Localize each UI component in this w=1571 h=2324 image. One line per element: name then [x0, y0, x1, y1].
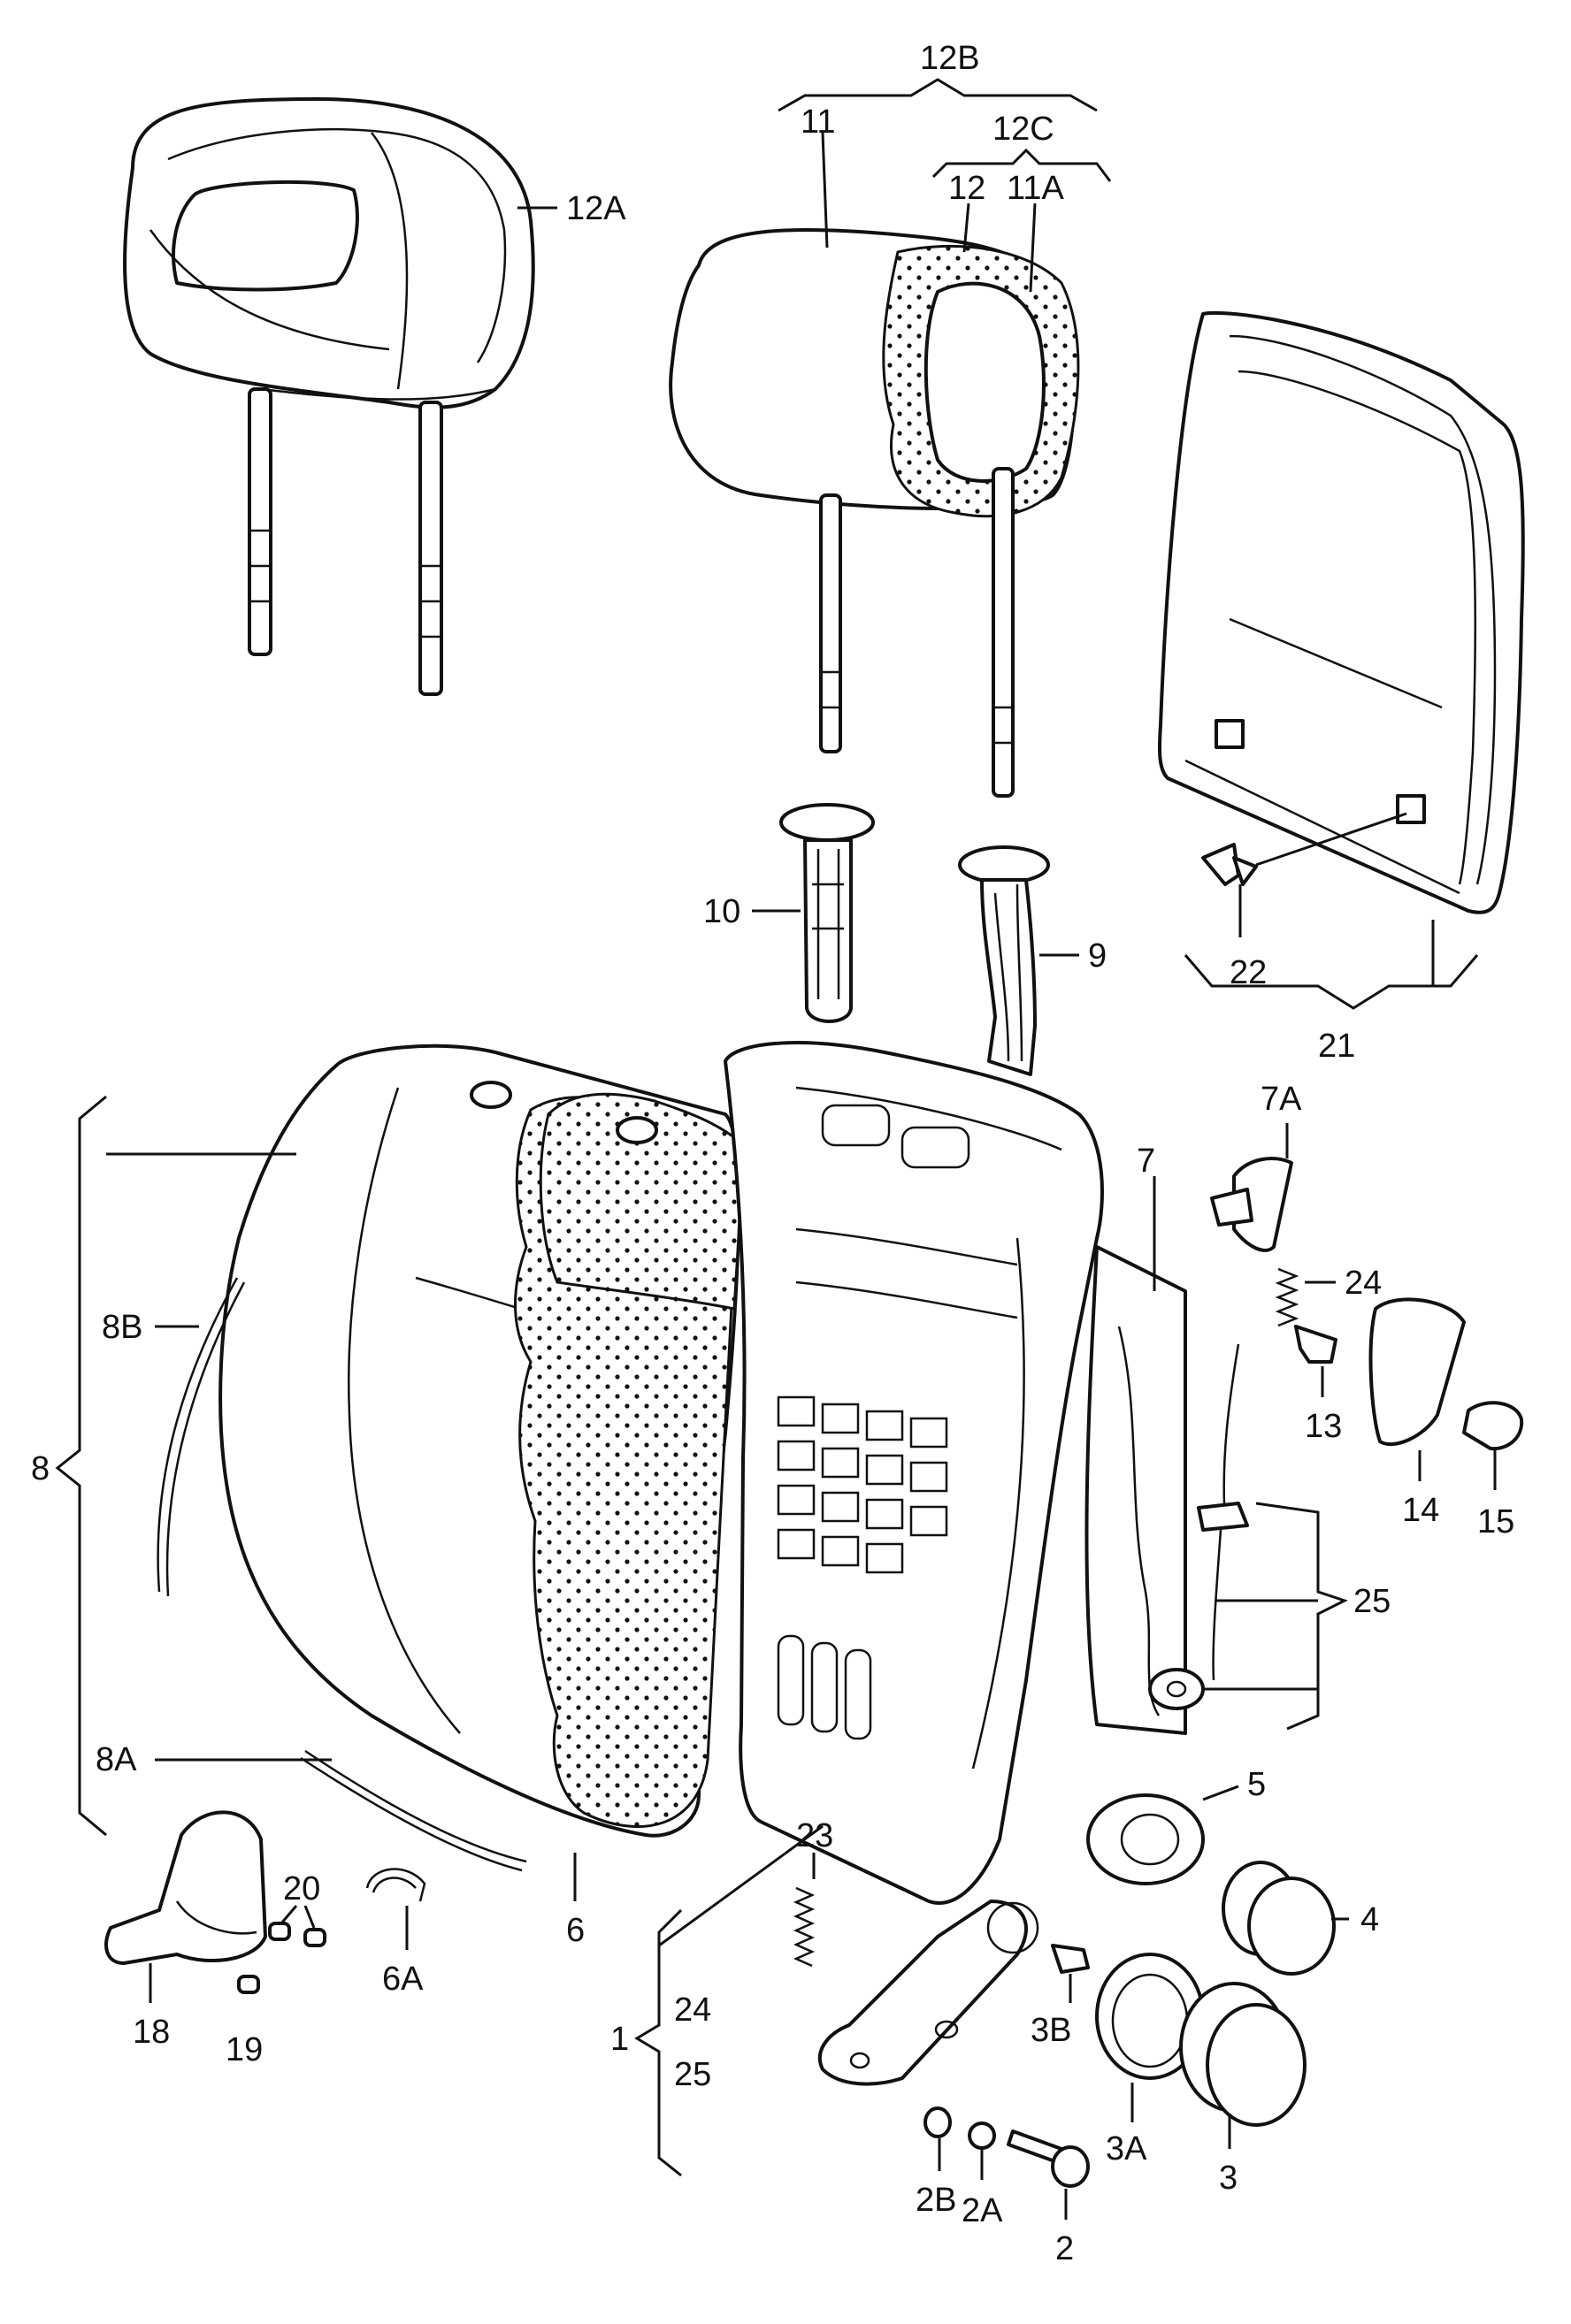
label-9: 9 — [1088, 937, 1107, 975]
ring-5 — [1086, 1793, 1205, 1885]
label-13: 13 — [1305, 1408, 1342, 1445]
label-2: 2 — [1055, 2230, 1074, 2267]
label-20: 20 — [283, 1870, 320, 1907]
label-24-b: 24 — [674, 1991, 711, 2029]
trim-cover-18 — [104, 1810, 267, 1965]
label-12: 12 — [948, 170, 985, 207]
label-2a: 2A — [962, 2192, 1003, 2229]
pins-20 — [268, 1922, 326, 1947]
label-3b: 3B — [1031, 2012, 1071, 2049]
bolt-2 — [1007, 2129, 1090, 2188]
backrest-rear-panel-21 — [1157, 310, 1525, 914]
backrest-cover-8 — [218, 1044, 742, 1838]
label-25-b: 25 — [674, 2056, 711, 2093]
spring-24 — [1275, 1267, 1299, 1327]
pin-19 — [237, 1975, 260, 1994]
wire-8b — [157, 1277, 246, 1597]
clip-13 — [1294, 1325, 1337, 1364]
label-4: 4 — [1360, 1901, 1379, 1938]
label-22: 22 — [1230, 954, 1267, 991]
label-7: 7 — [1137, 1143, 1155, 1180]
cable-25 — [1148, 1343, 1249, 1710]
label-8a: 8A — [96, 1741, 137, 1778]
knob-15 — [1462, 1401, 1524, 1451]
label-6a: 6A — [382, 1961, 424, 1998]
label-8: 8 — [31, 1450, 50, 1487]
label-3: 3 — [1219, 2160, 1238, 2197]
label-10: 10 — [703, 893, 740, 930]
knob-4 — [1222, 1861, 1336, 1976]
headrest-11 — [669, 228, 1080, 798]
label-14: 14 — [1402, 1492, 1439, 1529]
label-19: 19 — [226, 2031, 263, 2068]
headrest-guide-10 — [779, 803, 875, 1023]
label-15: 15 — [1477, 1503, 1514, 1540]
label-12c: 12C — [992, 111, 1054, 148]
spring-23 — [793, 1886, 816, 1968]
clip-6a — [365, 1868, 426, 1902]
knob-3 — [1179, 1982, 1307, 2127]
frame-grid — [777, 1395, 948, 1740]
label-1: 1 — [610, 2021, 629, 2058]
headrest-guide-9 — [958, 845, 1050, 1076]
lever-7a — [1210, 1157, 1293, 1252]
label-3a: 3A — [1106, 2130, 1147, 2167]
label-18: 18 — [133, 2014, 170, 2051]
label-2b: 2B — [916, 2182, 956, 2219]
label-7a: 7A — [1261, 1081, 1302, 1118]
handle-14 — [1368, 1297, 1466, 1447]
label-25-a: 25 — [1353, 1583, 1391, 1620]
headrest-12a — [123, 97, 535, 696]
label-12a: 12A — [566, 190, 626, 227]
label-12b: 12B — [920, 40, 980, 77]
label-21: 21 — [1318, 1028, 1355, 1065]
label-23: 23 — [796, 1817, 833, 1854]
label-24-a: 24 — [1345, 1265, 1382, 1302]
label-11a: 11A — [1007, 170, 1064, 207]
label-8b: 8B — [102, 1309, 142, 1346]
label-11: 11 — [801, 103, 835, 141]
bush-2b — [923, 2106, 952, 2138]
seat-frame-1 — [724, 1041, 1187, 1905]
label-5: 5 — [1247, 1766, 1266, 1803]
wire-8a — [300, 1749, 527, 1872]
clip-3b — [1051, 1944, 1090, 1974]
hinge-bracket — [817, 1900, 1039, 2086]
clip-22 — [1201, 843, 1258, 886]
label-6: 6 — [566, 1912, 585, 1949]
washer-2a — [968, 2121, 996, 2150]
